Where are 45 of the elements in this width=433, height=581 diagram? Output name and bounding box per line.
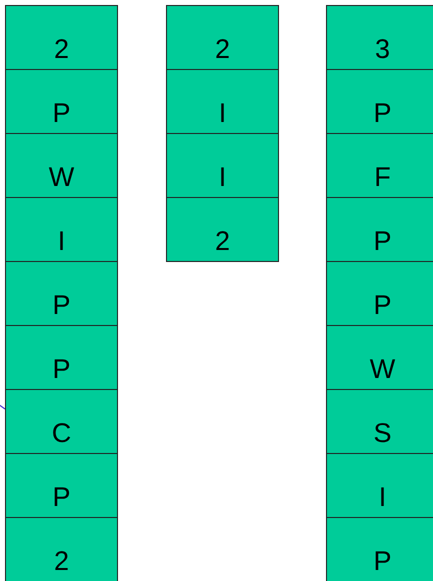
cell-letter: P [52, 292, 70, 322]
stack-cell [166, 197, 279, 262]
cell-letter: 2 [214, 228, 230, 258]
stack-cell [326, 197, 433, 262]
cell-letter: P [373, 228, 392, 258]
cell-letter: P [52, 100, 70, 130]
cell-letter: W [48, 164, 74, 194]
line [0, 404, 6, 410]
cell-letter: I [218, 100, 226, 130]
stack-cell [5, 325, 118, 390]
stack-cell [5, 5, 118, 70]
cell-letter: S [373, 420, 392, 450]
cell-letter: P [373, 292, 392, 322]
stack-cell [5, 133, 118, 198]
cell-letter: I [378, 484, 386, 514]
stack-cell [5, 517, 118, 581]
stack-cell [326, 133, 433, 198]
cell-letter: C [52, 420, 72, 450]
stack-cell [5, 197, 118, 262]
cell-letter: I [218, 164, 226, 194]
cell-letter: 2 [54, 548, 70, 578]
stack-cell [166, 133, 279, 198]
stack-cell [5, 389, 118, 454]
stack-cell [5, 261, 118, 326]
stack-cell [326, 69, 433, 134]
cell-letter: P [373, 548, 392, 578]
cell-letter: W [370, 356, 396, 386]
stack-cell [326, 325, 433, 390]
stack-cell [326, 261, 433, 326]
stack-cell [326, 453, 433, 518]
cell-letter: 2 [214, 36, 230, 66]
cell-letter: F [374, 164, 391, 194]
stack-cell [166, 5, 279, 70]
stack-cell [166, 69, 279, 134]
cell-letter: P [52, 484, 70, 514]
cell-letter: 3 [374, 36, 390, 66]
stack-cell [326, 389, 433, 454]
stack-cell [326, 517, 433, 581]
cell-letter: P [373, 100, 392, 130]
cell-letter: I [58, 228, 66, 258]
stack-cell [5, 69, 118, 134]
cell-letter: 2 [54, 36, 70, 66]
cell-letter: P [52, 356, 70, 386]
stack-cell [5, 453, 118, 518]
stack-cell [326, 5, 433, 70]
